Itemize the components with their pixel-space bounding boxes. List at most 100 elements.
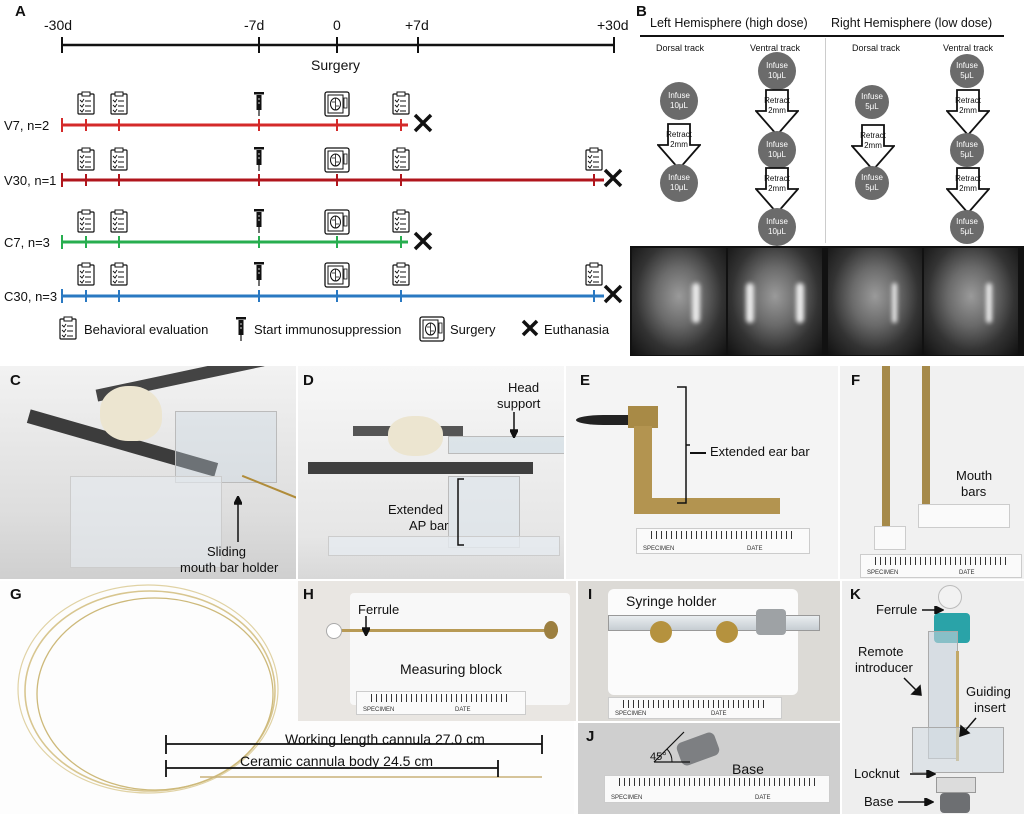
label-mouth: Mouth [956, 468, 993, 483]
arrow-pointer [898, 798, 934, 806]
mri-image [924, 248, 1018, 355]
panel-letter-h: H [303, 586, 314, 603]
group-label-v7: V7, n=2 [4, 118, 50, 133]
skull [100, 386, 162, 441]
group-line-v7 [61, 113, 433, 133]
panel-letter-g: G [10, 586, 22, 603]
leader-line [690, 452, 706, 454]
ear-bar-block [628, 406, 658, 428]
screw [650, 621, 672, 643]
label-base: Base [732, 761, 764, 777]
group-label-v30: V30, n=1 [4, 173, 57, 188]
bracket [677, 386, 690, 504]
left-hemisphere-header: Left Hemisphere (high dose) [650, 16, 808, 30]
arrow-pointer [922, 606, 944, 614]
ferrule-cap [326, 623, 342, 639]
photo-introducer [842, 581, 1024, 814]
tick-label: 0 [333, 17, 341, 33]
panel-letter-c: C [10, 372, 21, 389]
arrow-pointer [362, 616, 370, 636]
label-base: Base [864, 794, 894, 809]
base-plate [328, 536, 560, 556]
track-label: Dorsal track [656, 43, 705, 53]
measuring-block [350, 593, 570, 705]
label-extended-ear-bar: Extended ear bar [710, 444, 810, 459]
bracket [457, 478, 464, 546]
panel-letter-b: B [636, 3, 647, 20]
legend-behavioral: Behavioral evaluation [84, 322, 209, 337]
header-rule [640, 35, 1004, 37]
tick-label: +7d [405, 17, 429, 33]
tick-label: -30d [44, 17, 73, 33]
guiding-insert [912, 727, 1004, 773]
label-support: support [497, 396, 541, 411]
label-insert: insert [974, 700, 1006, 715]
group-label-c7: C7, n=3 [4, 235, 50, 250]
label-ceramic-body: Ceramic cannula body 24.5 cm [240, 753, 433, 769]
group-line-c7 [61, 231, 433, 251]
label-extended: Extended [388, 502, 443, 517]
ear-bar-horizontal [634, 498, 780, 514]
head-support-plate [448, 436, 564, 454]
skull [388, 416, 443, 456]
panel-letter-e: E [580, 372, 591, 389]
cannula-rod [328, 629, 558, 632]
legend-surgery: Surgery [450, 322, 496, 337]
label-introducer: introducer [855, 660, 913, 675]
screw [716, 621, 738, 643]
track-label: Dorsal track [852, 43, 901, 53]
mri-image [828, 248, 922, 355]
label-mouth-bar-holder: mouth bar holder [180, 560, 279, 575]
track-label: Ventral track [943, 43, 994, 53]
label-locknut: Locknut [854, 766, 900, 781]
panel-letter-i: I [588, 586, 593, 603]
mouth-bar [922, 366, 930, 516]
syringe [608, 615, 820, 631]
ear-bar-tip [576, 415, 631, 425]
label-head: Head [508, 380, 540, 395]
panel-letter-f: F [851, 372, 861, 389]
photo-stereotaxic-frame [0, 366, 296, 579]
syringe-knob [756, 609, 786, 635]
arrow-pointer [510, 412, 518, 438]
photo-head-support [298, 366, 564, 579]
right-hemisphere-header: Right Hemisphere (low dose) [831, 16, 993, 30]
ap-bar [308, 462, 533, 474]
label-syringe-holder: Syringe holder [626, 593, 717, 609]
panel-letter-k: K [850, 586, 861, 603]
panel-letter-d: D [303, 372, 314, 389]
arrow-pointer [234, 496, 242, 542]
label-ap-bar: AP bar [409, 518, 449, 533]
legend-immuno: Start immunosuppression [254, 322, 402, 337]
measurement-brackets [165, 735, 543, 777]
angle-marker [653, 731, 690, 763]
label-remote: Remote [858, 644, 904, 659]
label-measuring-block: Measuring block [400, 661, 502, 677]
arrow-pointer [959, 717, 977, 738]
legend-euthanasia: Euthanasia [544, 322, 610, 337]
axis-label-surgery: Surgery [311, 57, 361, 73]
ear-bar-vertical [634, 426, 652, 512]
mouth-bar [882, 366, 890, 536]
panel-letter-a: A [15, 3, 26, 20]
group-line-c30 [61, 284, 623, 304]
bar-holder [874, 526, 906, 550]
